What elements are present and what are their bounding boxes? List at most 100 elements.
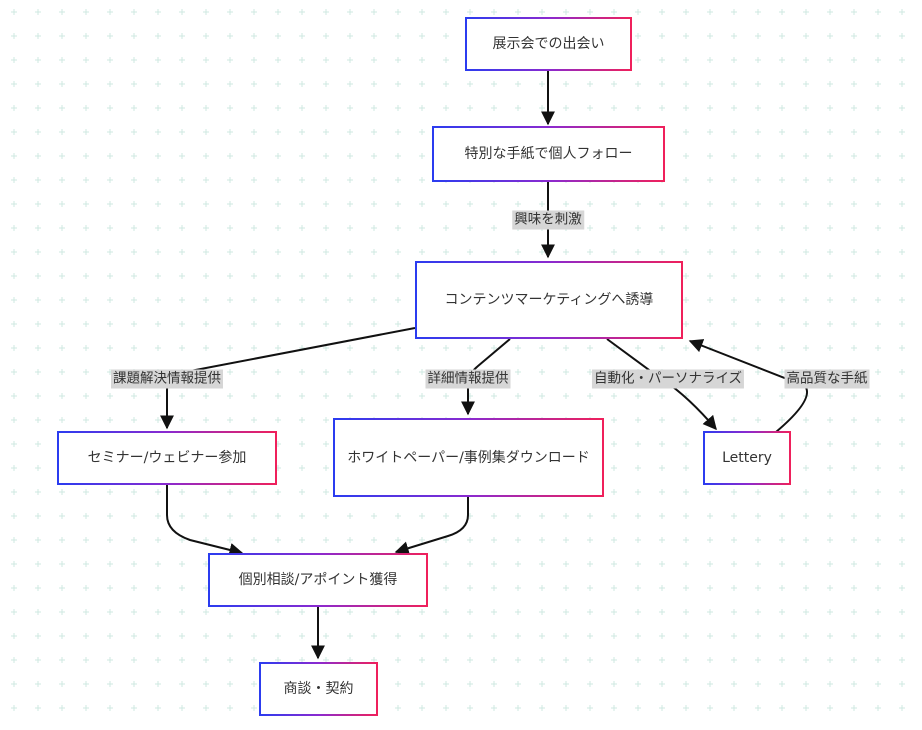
node-consult[interactable]: 個別相談/アポイント獲得 <box>208 553 428 607</box>
grid-plus-mark <box>179 537 185 543</box>
grid-plus-mark <box>155 681 161 687</box>
grid-plus-mark <box>347 33 353 39</box>
grid-plus-mark <box>347 369 353 375</box>
grid-plus-mark <box>35 633 41 639</box>
grid-plus-mark <box>899 441 905 447</box>
grid-plus-mark <box>275 393 281 399</box>
grid-plus-mark <box>683 321 689 327</box>
grid-plus-mark <box>227 321 233 327</box>
grid-plus-mark <box>179 201 185 207</box>
grid-plus-mark <box>35 705 41 711</box>
grid-plus-mark <box>203 609 209 615</box>
grid-plus-mark <box>395 633 401 639</box>
grid-plus-mark <box>227 657 233 663</box>
grid-plus-mark <box>299 105 305 111</box>
grid-plus-mark <box>827 57 833 63</box>
grid-plus-mark <box>35 609 41 615</box>
grid-plus-mark <box>323 321 329 327</box>
grid-plus-mark <box>635 537 641 543</box>
grid-plus-mark <box>563 657 569 663</box>
grid-plus-mark <box>179 297 185 303</box>
grid-plus-mark <box>323 33 329 39</box>
grid-plus-mark <box>731 33 737 39</box>
grid-plus-mark <box>707 657 713 663</box>
node-deal[interactable]: 商談・契約 <box>259 662 378 716</box>
grid-plus-mark <box>179 9 185 15</box>
grid-plus-mark <box>371 105 377 111</box>
grid-plus-mark <box>851 345 857 351</box>
grid-plus-mark <box>275 321 281 327</box>
node-deal-label: 商談・契約 <box>283 681 354 697</box>
grid-plus-mark <box>683 657 689 663</box>
grid-plus-mark <box>899 705 905 711</box>
grid-plus-mark <box>371 417 377 423</box>
grid-plus-mark <box>731 393 737 399</box>
node-lettery[interactable]: Lettery <box>703 431 791 485</box>
node-content-marketing[interactable]: コンテンツマーケティングへ誘導 <box>415 261 683 339</box>
grid-plus-mark <box>659 201 665 207</box>
grid-plus-mark <box>683 129 689 135</box>
node-letter-follow[interactable]: 特別な手紙で個人フォロー <box>432 126 665 182</box>
grid-plus-mark <box>35 153 41 159</box>
grid-plus-mark <box>443 9 449 15</box>
grid-plus-mark <box>227 489 233 495</box>
grid-plus-mark <box>683 465 689 471</box>
grid-plus-mark <box>779 129 785 135</box>
grid-plus-mark <box>467 561 473 567</box>
grid-plus-mark <box>515 561 521 567</box>
grid-plus-mark <box>899 633 905 639</box>
grid-plus-mark <box>155 129 161 135</box>
grid-plus-mark <box>347 297 353 303</box>
grid-plus-mark <box>251 9 257 15</box>
grid-plus-mark <box>635 561 641 567</box>
grid-plus-mark <box>539 369 545 375</box>
grid-plus-mark <box>779 273 785 279</box>
grid-plus-mark <box>83 513 89 519</box>
grid-plus-mark <box>11 561 17 567</box>
grid-plus-mark <box>491 393 497 399</box>
grid-plus-mark <box>491 417 497 423</box>
grid-plus-mark <box>11 585 17 591</box>
node-whitepaper[interactable]: ホワイトペーパー/事例集ダウンロード <box>333 418 604 497</box>
grid-plus-mark <box>659 81 665 87</box>
grid-plus-mark <box>395 129 401 135</box>
grid-plus-mark <box>827 105 833 111</box>
grid-plus-mark <box>371 81 377 87</box>
grid-plus-mark <box>11 465 17 471</box>
grid-plus-mark <box>587 81 593 87</box>
grid-plus-mark <box>275 225 281 231</box>
grid-plus-mark <box>323 633 329 639</box>
grid-plus-mark <box>899 561 905 567</box>
node-expo[interactable]: 展示会での出会い <box>465 17 632 71</box>
grid-plus-mark <box>803 177 809 183</box>
grid-plus-mark <box>443 585 449 591</box>
grid-plus-mark <box>323 489 329 495</box>
grid-plus-mark <box>635 681 641 687</box>
grid-plus-mark <box>83 9 89 15</box>
grid-plus-mark <box>35 57 41 63</box>
grid-plus-mark <box>59 489 65 495</box>
grid-plus-mark <box>35 489 41 495</box>
grid-plus-mark <box>659 417 665 423</box>
grid-plus-mark <box>131 345 137 351</box>
grid-plus-mark <box>11 513 17 519</box>
grid-plus-mark <box>275 33 281 39</box>
grid-plus-mark <box>83 561 89 567</box>
grid-plus-mark <box>179 33 185 39</box>
grid-plus-mark <box>299 489 305 495</box>
grid-plus-mark <box>203 657 209 663</box>
grid-plus-mark <box>203 321 209 327</box>
grid-plus-mark <box>611 489 617 495</box>
grid-plus-mark <box>659 105 665 111</box>
grid-plus-mark <box>827 153 833 159</box>
grid-plus-mark <box>803 81 809 87</box>
grid-plus-mark <box>707 465 713 471</box>
grid-plus-mark <box>899 369 905 375</box>
node-seminar[interactable]: セミナー/ウェビナー参加 <box>57 431 277 485</box>
grid-plus-mark <box>755 369 761 375</box>
grid-plus-mark <box>107 585 113 591</box>
grid-plus-mark <box>539 513 545 519</box>
grid-plus-mark <box>899 321 905 327</box>
grid-plus-mark <box>227 537 233 543</box>
grid-plus-mark <box>107 633 113 639</box>
